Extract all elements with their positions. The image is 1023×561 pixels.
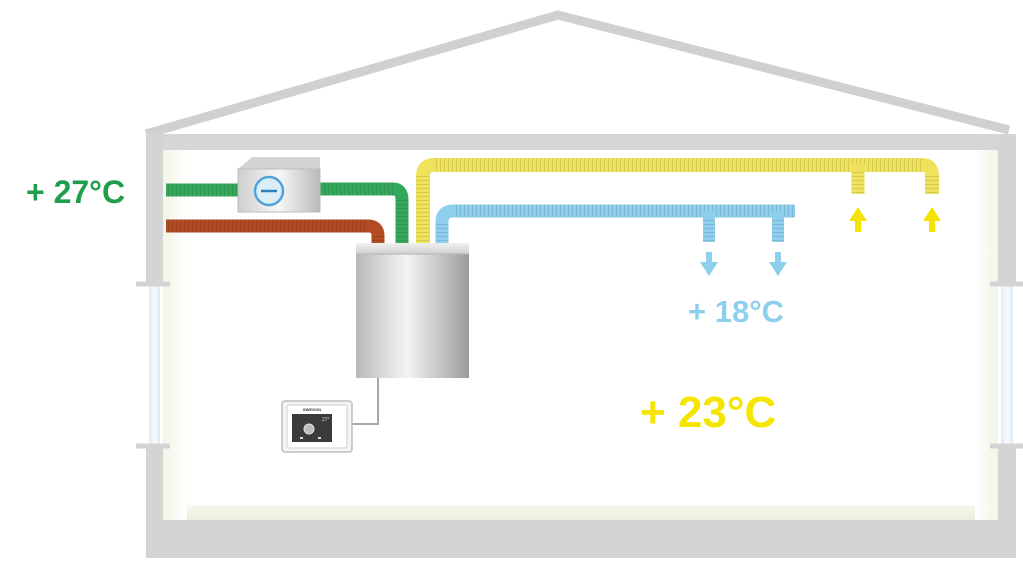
exhaust-duct <box>166 219 385 250</box>
left-window <box>149 284 160 446</box>
controller-panel: SWEGON 27° <box>281 400 353 453</box>
controller-display-value: 27° <box>322 417 330 423</box>
supply-temperature: + 18°C <box>688 294 784 329</box>
extract-arrows <box>849 207 941 232</box>
up-arrow-icon <box>849 207 867 232</box>
extract-duct <box>416 158 939 250</box>
fan-box <box>237 157 321 213</box>
controller-cable <box>352 378 379 425</box>
down-arrow-icon <box>700 252 718 276</box>
right-window <box>1001 284 1013 446</box>
controller-knob-icon <box>303 423 315 435</box>
supply-duct <box>435 204 795 250</box>
outdoor-air-duct <box>166 182 409 250</box>
controller-button-icon <box>300 437 303 439</box>
ceiling <box>146 134 1016 150</box>
right-wall-shade <box>975 150 998 520</box>
floor-slab <box>146 520 1016 558</box>
left-wall-upper <box>146 134 163 284</box>
ducts <box>166 158 939 250</box>
supply-arrows <box>700 252 787 276</box>
controller-button-icon <box>318 437 321 439</box>
outdoor-temperature: + 27°C <box>26 174 126 210</box>
down-arrow-icon <box>769 252 787 276</box>
room-temperature: + 23°C <box>640 388 777 437</box>
right-wall-upper <box>998 134 1016 284</box>
house <box>136 10 1023 558</box>
left-wall-shade <box>163 150 187 520</box>
floor <box>163 505 998 520</box>
ventilation-unit <box>356 243 469 378</box>
roof <box>144 10 1011 139</box>
fan-icon <box>253 175 285 207</box>
up-arrow-icon <box>923 207 941 232</box>
controller-brand: SWEGON <box>303 407 321 412</box>
